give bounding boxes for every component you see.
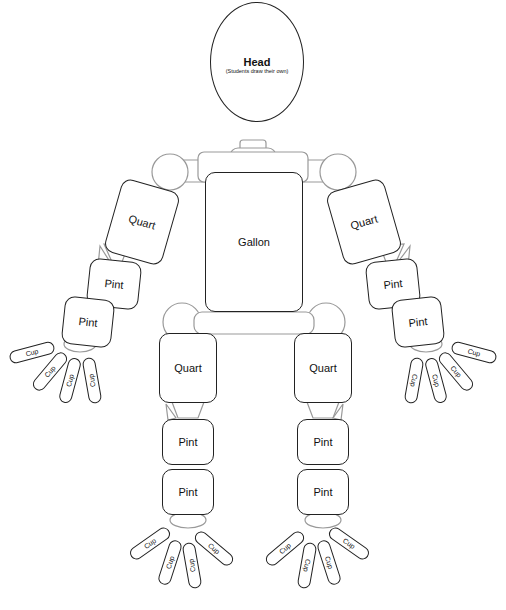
unit-label: Cup: [431, 373, 441, 387]
unit-label: Cup: [165, 555, 176, 569]
unit-label: Cup: [25, 347, 39, 357]
measure-box: Pint: [297, 469, 349, 515]
cup-finger: Cup: [8, 340, 56, 364]
unit-label: Cup: [187, 558, 196, 572]
unit-label: Cup: [467, 347, 481, 357]
cup-finger: Cup: [297, 541, 318, 589]
unit-label: Cup: [143, 536, 158, 549]
note-text: (Students draw their own): [226, 68, 289, 74]
unit-label: Pint: [179, 436, 198, 448]
cup-finger: Cup: [450, 340, 498, 364]
cup-finger: Cup: [82, 356, 103, 404]
unit-label: Pint: [78, 315, 98, 329]
unit-label: Pint: [314, 436, 333, 448]
unit-label: Cup: [43, 364, 57, 378]
unit-label: Pint: [408, 315, 428, 329]
cup-finger: Cup: [316, 538, 343, 586]
measure-box: Pint: [391, 296, 446, 349]
unit-label: Gallon: [238, 236, 270, 248]
cup-finger: Cup: [182, 541, 203, 589]
measure-box: Pint: [162, 469, 214, 515]
cup-finger: Cup: [404, 356, 425, 404]
measure-box: Quart: [294, 333, 352, 403]
measure-box: Pint: [297, 419, 349, 465]
measure-box: Gallon: [205, 172, 303, 312]
measure-box: Quart: [325, 177, 404, 267]
unit-label: Quart: [349, 212, 379, 231]
unit-label: Cup: [207, 541, 221, 555]
unit-label: Cup: [278, 541, 292, 555]
measure-box: Quart: [103, 177, 182, 267]
unit-label: Pint: [179, 486, 198, 498]
unit-label: Quart: [127, 212, 157, 231]
measure-box: Pint: [61, 296, 116, 349]
unit-label: Quart: [309, 362, 337, 374]
unit-label: Cup: [449, 364, 463, 378]
head-ellipse: Head(Students draw their own): [210, 2, 304, 122]
unit-label: Pint: [383, 277, 403, 291]
unit-label: Pint: [314, 486, 333, 498]
unit-label: Cup: [302, 558, 311, 572]
unit-label: Cup: [342, 536, 357, 549]
cup-finger: Cup: [157, 538, 184, 586]
unit-label: Cup: [87, 373, 96, 387]
unit-label: Cup: [324, 555, 335, 569]
unit-label: Quart: [174, 362, 202, 374]
unit-label: Head: [244, 56, 271, 68]
unit-label: Pint: [104, 277, 124, 291]
unit-label: Cup: [409, 373, 418, 387]
unit-label: Cup: [65, 373, 75, 387]
measure-box: Pint: [162, 419, 214, 465]
measure-box: Quart: [159, 333, 217, 403]
cup-finger: Cup: [192, 528, 236, 568]
